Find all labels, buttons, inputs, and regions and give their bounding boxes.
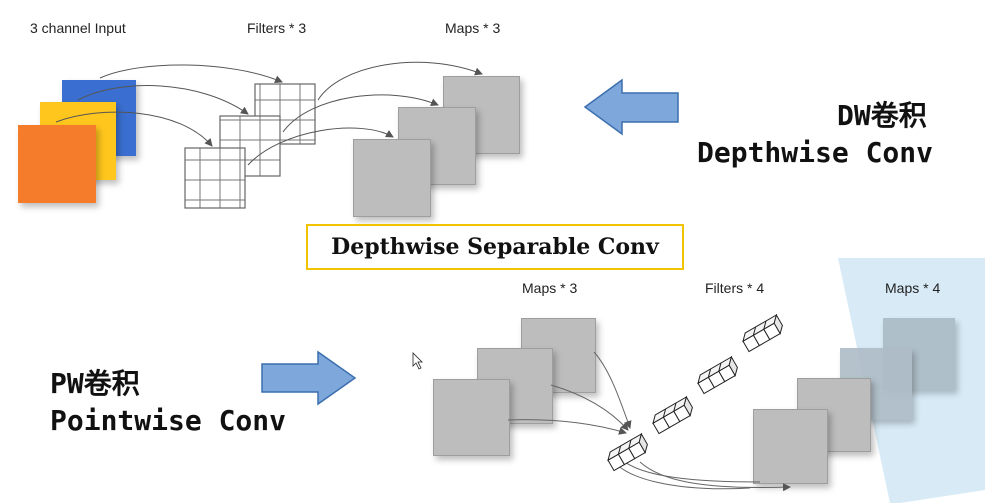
filter-grid-3 — [184, 147, 246, 209]
bottom-map-3 — [433, 379, 510, 456]
dw-subtitle: Depthwise Conv — [697, 136, 934, 169]
maps-label-bottom: Maps * 3 — [522, 280, 578, 296]
filters-label-top: Filters * 3 — [247, 20, 307, 36]
dw-title: DW卷积 — [837, 99, 927, 132]
pw-title: PW卷积 — [50, 367, 140, 400]
maps4-label: Maps * 4 — [885, 280, 941, 296]
pw-subtitle: Pointwise Conv — [50, 404, 287, 437]
filters4-label: Filters * 4 — [705, 280, 765, 296]
center-title-box: Depthwise Separable Conv — [306, 224, 684, 270]
input-channel-orange — [18, 125, 96, 203]
input-label: 3 channel Input — [30, 20, 126, 36]
top-map-3 — [353, 139, 431, 217]
maps-label-top: Maps * 3 — [445, 20, 501, 36]
center-title: Depthwise Separable Conv — [331, 234, 659, 260]
output-map-4 — [753, 409, 828, 484]
